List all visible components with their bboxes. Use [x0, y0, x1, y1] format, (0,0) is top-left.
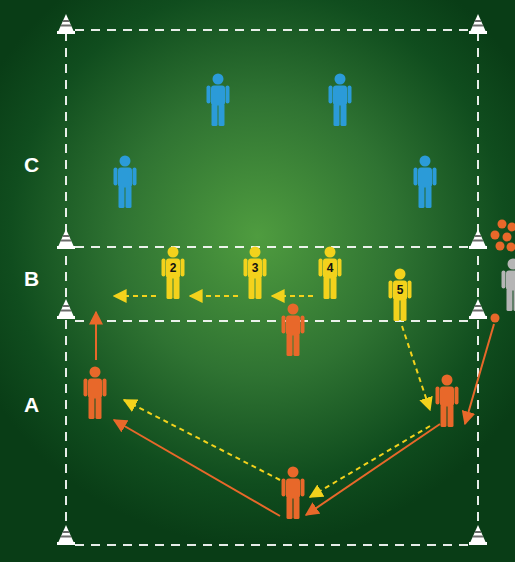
- zone-label: B: [24, 268, 39, 290]
- player-number: 3: [242, 262, 268, 274]
- player-runs: [96, 312, 494, 516]
- numbered-player: 3: [242, 246, 268, 300]
- numbered-player: 5: [387, 268, 413, 322]
- pass-arrow: [272, 295, 313, 297]
- numbered-player: 2: [160, 246, 186, 300]
- coach: [502, 259, 515, 312]
- orange-players: [84, 304, 459, 520]
- player-number: 4: [317, 262, 343, 274]
- zone-label: C: [24, 154, 39, 176]
- zone-label: A: [24, 394, 39, 416]
- player-number: 2: [160, 262, 186, 274]
- player-number: 5: [387, 284, 413, 296]
- cones: [57, 14, 487, 545]
- blue-players: [114, 74, 437, 209]
- balls: [491, 220, 515, 323]
- field-lines: [66, 30, 478, 545]
- pass-arrow: [190, 295, 238, 297]
- pass-lines: [114, 296, 430, 497]
- numbered-player: 4: [317, 246, 343, 300]
